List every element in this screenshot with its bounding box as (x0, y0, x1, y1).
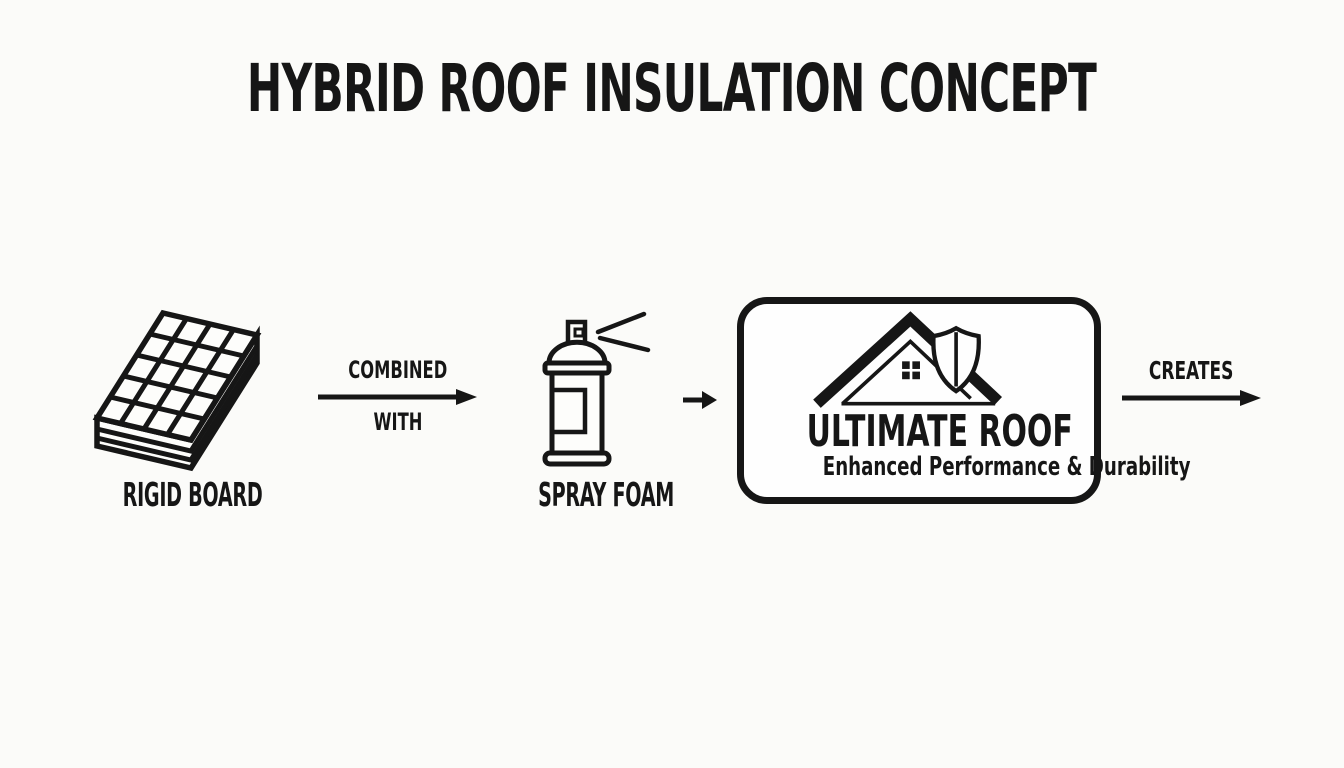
combined-label: COMBINED (348, 356, 447, 384)
arrow-right-icon (1122, 390, 1261, 406)
rigid-board-label: RIGID BOARD (122, 475, 263, 514)
page-title: HYBRID ROOF INSULATION CONCEPT (0, 56, 1344, 122)
arrow-right-icon (683, 391, 717, 409)
spray-can-icon (542, 311, 651, 467)
rigid-board-icon (92, 309, 262, 472)
ultimate-roof-badge: ULTIMATE ROOF Enhanced Performance & Dur… (737, 297, 1191, 504)
creates-label: CREATES (1149, 356, 1234, 385)
page-title-text: HYBRID ROOF INSULATION CONCEPT (247, 50, 1097, 127)
arrow-right-icon (318, 389, 477, 405)
spray-foam-label: SPRAY FOAM (538, 475, 675, 514)
roof-shield-icon (813, 311, 1003, 408)
result-tagline: Enhanced Performance & Durability (822, 452, 1191, 482)
result-title: ULTIMATE ROOF (806, 406, 1073, 457)
with-label: WITH (373, 408, 422, 436)
